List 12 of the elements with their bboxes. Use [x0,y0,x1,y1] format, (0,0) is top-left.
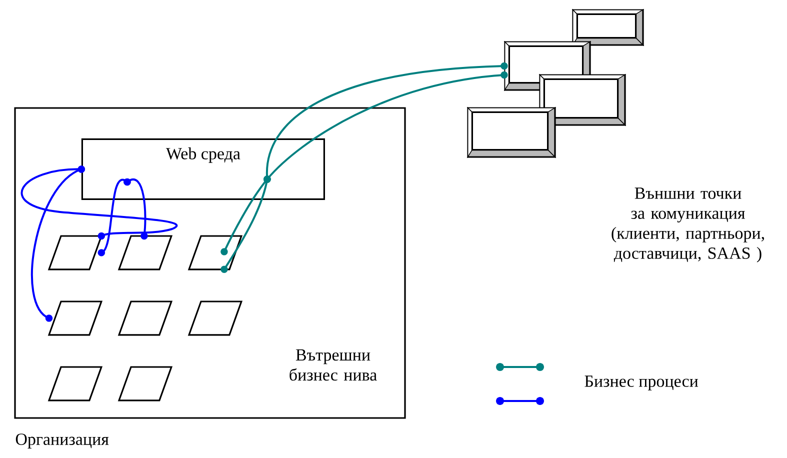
web-box: Web среда [81,138,325,200]
legend-text: Бизнес процеси [584,376,698,390]
terminal-box [466,106,556,158]
connector [124,178,148,240]
terminal-box [538,74,626,126]
box-label: Вътрешни бизнес нива [290,349,377,381]
terminal-box [572,8,644,46]
connector [20,166,178,240]
connector [220,176,271,256]
box-caption: Организация [16,434,109,448]
connector [31,166,85,322]
note-text: Външни точки за комуникация (клиенти, партньори, доставчици, SAAS ) [612,188,764,262]
